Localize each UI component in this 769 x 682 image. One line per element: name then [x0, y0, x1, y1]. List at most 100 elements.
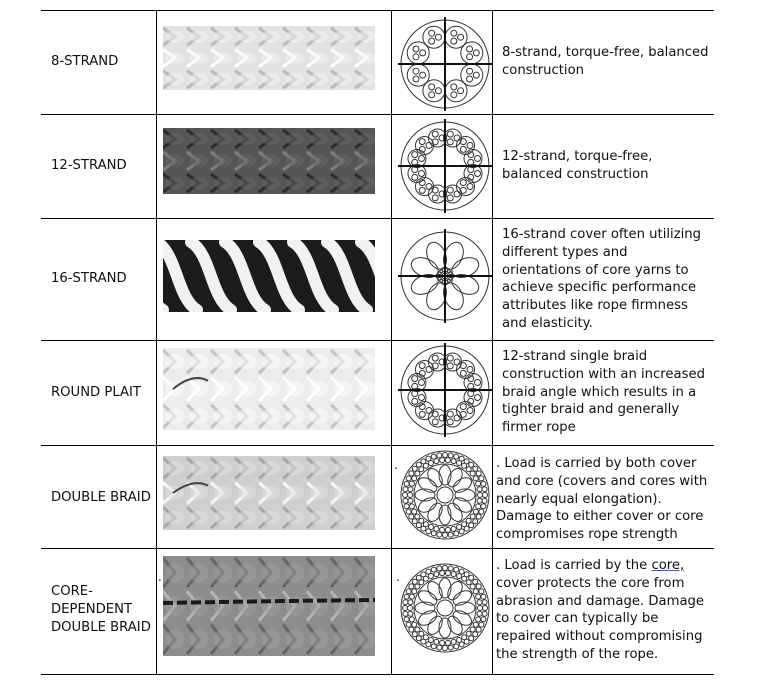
rope-braid-bump — [333, 30, 353, 43]
rope-braid-bump — [285, 629, 305, 650]
rope-braid-bump — [261, 629, 281, 650]
row-divider — [41, 445, 714, 446]
rope-braid-bump — [165, 133, 185, 145]
rope-braid-bump — [285, 562, 305, 583]
rope-braid-bump — [237, 408, 257, 425]
row-divider — [41, 114, 714, 115]
rope-braid-bump — [285, 155, 305, 167]
rope-braid-bump — [333, 461, 353, 476]
rope-image-12-strand — [163, 128, 375, 194]
rope-braid-bump — [237, 73, 257, 86]
rope-braid-bump — [261, 461, 281, 476]
table-bottom-border — [41, 674, 714, 675]
rope-braid-bump — [189, 73, 209, 86]
rope-braid-bump — [213, 629, 233, 650]
rope-braid-bump — [285, 177, 305, 189]
rope-braid-bump — [213, 177, 233, 189]
cross-section-drawing — [398, 17, 492, 111]
rope-image-round-plait — [163, 348, 375, 430]
rope-braid-bump — [237, 133, 257, 145]
row-description: 16-strand cover often utilizing differen… — [502, 227, 702, 331]
rope-edge — [163, 312, 375, 318]
rope-image-16-strand — [163, 234, 375, 318]
rope-braid-bump — [189, 155, 209, 167]
rope-braid-bump — [309, 177, 329, 189]
rope-braid-bump — [309, 353, 329, 370]
rope-braid-bump — [237, 177, 257, 189]
rope-braid-bump — [309, 510, 329, 525]
rope-braid-bump — [285, 133, 305, 145]
rope-braid-bump — [285, 486, 305, 500]
rope-braid-bump — [357, 30, 375, 43]
rope-braid-bump — [237, 629, 257, 650]
rope-braid-bump — [261, 155, 281, 167]
rope-braid-bump — [357, 510, 375, 525]
column-divider — [391, 10, 392, 674]
rope-braid-bump — [213, 155, 233, 167]
rope-braid-bump — [261, 30, 281, 43]
rope-braid-bump — [357, 486, 375, 500]
column-divider — [492, 10, 493, 674]
rope-braid-bump — [189, 486, 209, 500]
rope-tracer-mark — [172, 377, 209, 390]
rope-strand — [185, 236, 237, 316]
rope-strand — [321, 236, 373, 316]
rope-braid-bump — [213, 133, 233, 145]
rope-image-core-dependent — [163, 556, 375, 656]
rope-braid-bump — [261, 562, 281, 583]
rope-tracer-line — [163, 598, 375, 605]
rope-braid-bump — [237, 596, 257, 616]
rope-braid-bump — [165, 562, 185, 583]
rope-tracer-mark — [172, 482, 209, 494]
row-name-double-braid: DOUBLE BRAID — [51, 490, 151, 505]
rope-braid-bump — [237, 461, 257, 476]
eight-strand-cross-section-icon — [398, 17, 492, 111]
rope-braid-bump — [213, 486, 233, 500]
rope-braid-bump — [357, 73, 375, 86]
rope-braid-bump — [213, 510, 233, 525]
rope-image-8-strand — [163, 26, 375, 90]
rope-braid-bump — [333, 486, 353, 500]
rope-braid-bump — [333, 52, 353, 64]
rope-braid-bump — [333, 629, 353, 650]
row-description: 12-strand single braid construction with… — [502, 349, 705, 436]
rope-braid-bump — [261, 408, 281, 425]
rope-braid-bump — [285, 30, 305, 43]
row-divider — [41, 218, 714, 219]
rope-braid-bump — [309, 562, 329, 583]
rope-braid-bump — [213, 30, 233, 43]
rope-braid-bump — [165, 596, 185, 616]
rope-braid-bump — [189, 133, 209, 145]
round-plait-cross-section-icon — [398, 343, 492, 437]
rope-braid-bump — [189, 353, 209, 370]
rope-braid-bump — [309, 461, 329, 476]
sixteen-strand-cross-section-icon — [398, 229, 492, 323]
rope-braid-bump — [189, 596, 209, 616]
rope-braid-bump — [213, 381, 233, 397]
rope-braid-bump — [213, 73, 233, 86]
rope-braid-bump — [165, 629, 185, 650]
rope-braid-bump — [189, 510, 209, 525]
rope-braid-bump — [189, 562, 209, 583]
rope-braid-bump — [357, 353, 375, 370]
rope-braid-bump — [189, 52, 209, 64]
cross-section-drawing — [398, 343, 492, 437]
rope-braid-bump — [333, 510, 353, 525]
rope-braid-bump — [357, 562, 375, 583]
rope-braid-bump — [285, 510, 305, 525]
rope-braid-bump — [189, 461, 209, 476]
rope-braid-bump — [309, 30, 329, 43]
rope-braid-bump — [357, 408, 375, 425]
rope-braid-bump — [237, 562, 257, 583]
rope-braid-bump — [165, 461, 185, 476]
rope-braid-bump — [333, 381, 353, 397]
rope-braid-bump — [309, 408, 329, 425]
rope-braid-bump — [165, 30, 185, 43]
rope-braid-bump — [261, 381, 281, 397]
column-divider — [156, 10, 157, 674]
rope-braid-bump — [309, 133, 329, 145]
table-top-border — [41, 10, 714, 11]
rope-braid-bump — [165, 177, 185, 189]
rope-braid-bump — [165, 353, 185, 370]
rope-strand — [355, 236, 375, 278]
